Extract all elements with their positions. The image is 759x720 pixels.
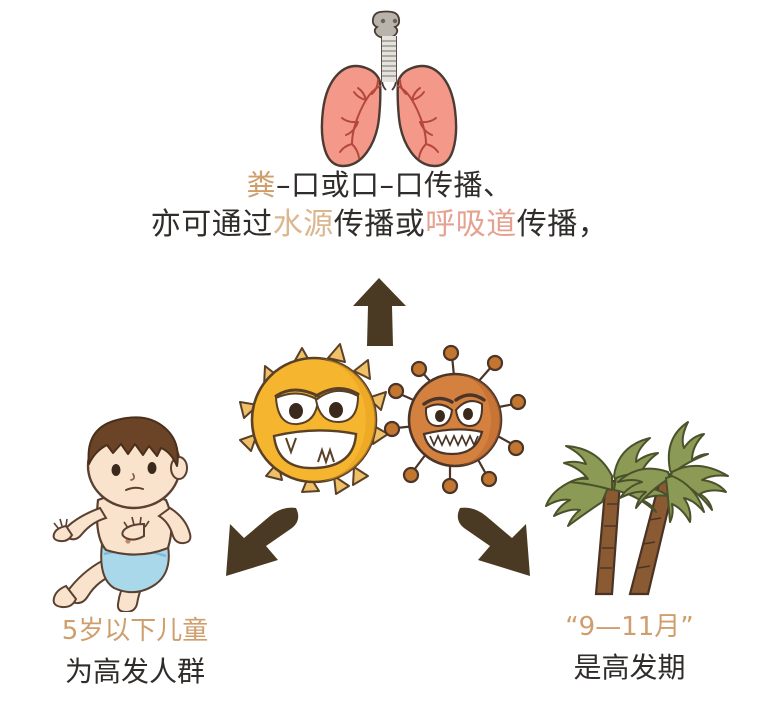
palm-trees-illustration: [530, 418, 750, 610]
baby-svg: [52, 416, 192, 614]
arrow-up: [348, 276, 410, 348]
yellow-virus-fang-left: [285, 437, 297, 455]
transmission-word-respiratory: 呼吸道: [425, 206, 517, 242]
baby-left-hand: [52, 524, 74, 543]
baby-hair: [87, 416, 179, 467]
yellow-virus-left-pupil: [289, 403, 303, 419]
yellow-virus-right-pupil: [329, 402, 343, 418]
baby-left-eye: [111, 464, 121, 476]
arrow-down-left-shape: [226, 507, 299, 576]
transmission-phrase-also-via: 亦可通过: [150, 206, 273, 242]
yellow-virus-teeth: [317, 446, 335, 466]
transmission-line-2: 亦可通过水源传播或呼吸道传播，: [0, 205, 759, 245]
virus-pair: [210, 330, 530, 510]
transmission-phrase-spread-end: 传播，: [516, 206, 609, 242]
brown-virus-shading: [455, 374, 501, 466]
transmission-word-water-source: 水源: [272, 206, 334, 242]
larynx-shape: [371, 10, 401, 39]
brown-virus-right-brow: [454, 393, 486, 402]
baby-nose: [130, 473, 136, 481]
arrow-up-shape: [353, 278, 406, 346]
right-bronchi: [397, 79, 439, 159]
lungs-illustration: [300, 8, 480, 168]
brown-virus-spikes: [383, 344, 527, 495]
arrow-down-left-svg: [226, 507, 299, 576]
baby-right-arm: [157, 506, 192, 545]
transmission-text-block: 粪–口或口–口传播、 亦可通过水源传播或呼吸道传播，: [0, 166, 759, 245]
larynx-detail-right: [392, 18, 398, 24]
arrow-down-right-svg: [457, 507, 530, 576]
palm-right-fronds: [617, 421, 729, 523]
season-caption: “9—11月” 是高发期: [500, 610, 759, 686]
larynx-detail-left: [380, 18, 386, 24]
brown-virus-character: [383, 344, 527, 495]
season-plain: 是高发期: [573, 650, 686, 684]
brown-virus-right-pupil: [463, 408, 473, 420]
arrow-up-svg: [353, 278, 406, 346]
transmission-word-mouth-spread: 口传播、: [394, 168, 513, 202]
baby-mouth: [125, 486, 144, 491]
left-bronchi: [339, 79, 381, 159]
age-group-caption: 5岁以下儿童 为高发人群: [0, 614, 270, 690]
virus-pair-svg: [239, 343, 527, 495]
brown-virus-teeth: [429, 433, 479, 448]
lungs-svg: [320, 10, 458, 168]
transmission-line-1: 粪–口或口–口传播、: [0, 166, 759, 205]
yellow-virus-shading: [314, 358, 376, 482]
arrow-down-right: [452, 498, 548, 586]
trachea-fill: [382, 36, 396, 82]
yellow-virus-spikes: [239, 343, 389, 495]
palm-svg: [545, 421, 729, 596]
transmission-word-mouth-or-mouth: 口或口: [290, 168, 380, 202]
baby-right-fingers: [123, 516, 150, 529]
yellow-virus-right-brow: [314, 387, 360, 398]
transmission-phrase-spread-or: 传播或: [333, 206, 426, 242]
age-group-plain: 为高发人群: [64, 654, 205, 688]
left-lung-lobe: [320, 64, 382, 168]
trachea-rings: [382, 40, 396, 77]
yellow-virus-left-brow: [274, 388, 320, 398]
brown-virus-left-pupil: [435, 410, 445, 422]
arrow-down-right-shape: [457, 507, 530, 576]
transmission-dash-2: –: [379, 168, 395, 202]
arrow-down-left: [208, 498, 304, 586]
age-group-highlight: 5岁以下儿童: [61, 616, 209, 646]
right-lung-lobe: [396, 64, 458, 168]
baby-left-foot: [52, 584, 78, 609]
baby-illustration: [48, 408, 228, 614]
transmission-dash-1: –: [275, 168, 291, 202]
baby-right-eye: [147, 462, 157, 474]
season-highlight: “9—11月”: [565, 612, 694, 642]
brown-virus-left-brow: [422, 396, 454, 406]
transmission-word-feces: 粪: [246, 168, 276, 202]
baby-left-fingers: [53, 518, 68, 529]
yellow-virus-character: [239, 343, 389, 495]
